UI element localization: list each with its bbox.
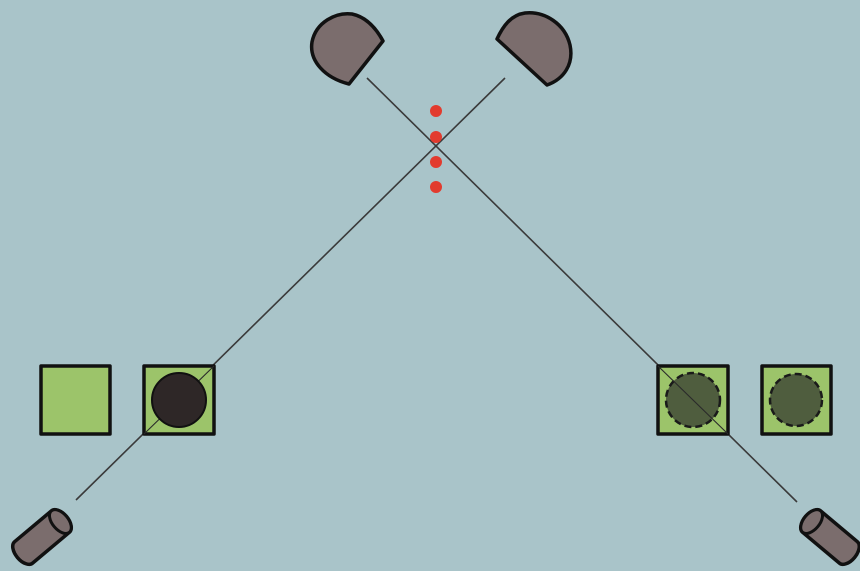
right-detector bbox=[495, 11, 573, 87]
empty-square-filter-icon bbox=[39, 364, 112, 436]
half-disc-detector-icon bbox=[495, 11, 573, 87]
red-dot bbox=[430, 131, 442, 143]
left-source bbox=[10, 507, 74, 567]
solid-disc-icon bbox=[151, 372, 207, 428]
red-dot bbox=[430, 105, 442, 117]
right-outer-square bbox=[760, 364, 833, 436]
left-detector bbox=[309, 12, 385, 86]
cylinder-end bbox=[799, 508, 825, 535]
half-disc-detector-icon bbox=[309, 12, 385, 86]
square-diagonal bbox=[657, 365, 729, 435]
marker-dots bbox=[430, 105, 442, 193]
right-source bbox=[798, 507, 860, 567]
left-outer-square bbox=[39, 364, 112, 436]
right-inner-square bbox=[656, 364, 730, 436]
left-inner-square bbox=[142, 364, 216, 436]
red-dot bbox=[430, 181, 442, 193]
red-dot bbox=[430, 156, 442, 168]
cylinder-end bbox=[47, 508, 73, 535]
dashed-disc-icon bbox=[768, 372, 824, 428]
